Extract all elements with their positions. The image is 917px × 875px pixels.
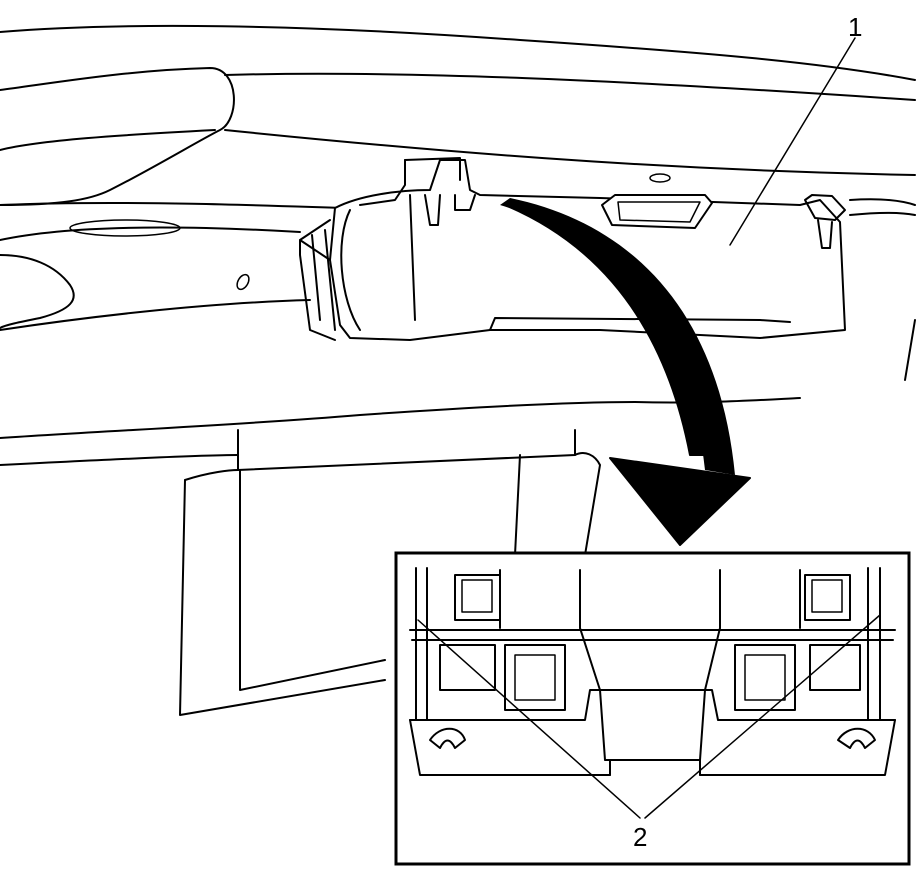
lower-panel [0, 397, 801, 716]
curved-arrow-body [500, 198, 735, 475]
module-housing [299, 157, 846, 341]
callout-1-label: 1 [848, 12, 862, 42]
detail-inset [394, 551, 911, 866]
callout-1-leader [729, 37, 856, 246]
headliner [0, 24, 916, 381]
callout-2-label: 2 [633, 822, 647, 852]
